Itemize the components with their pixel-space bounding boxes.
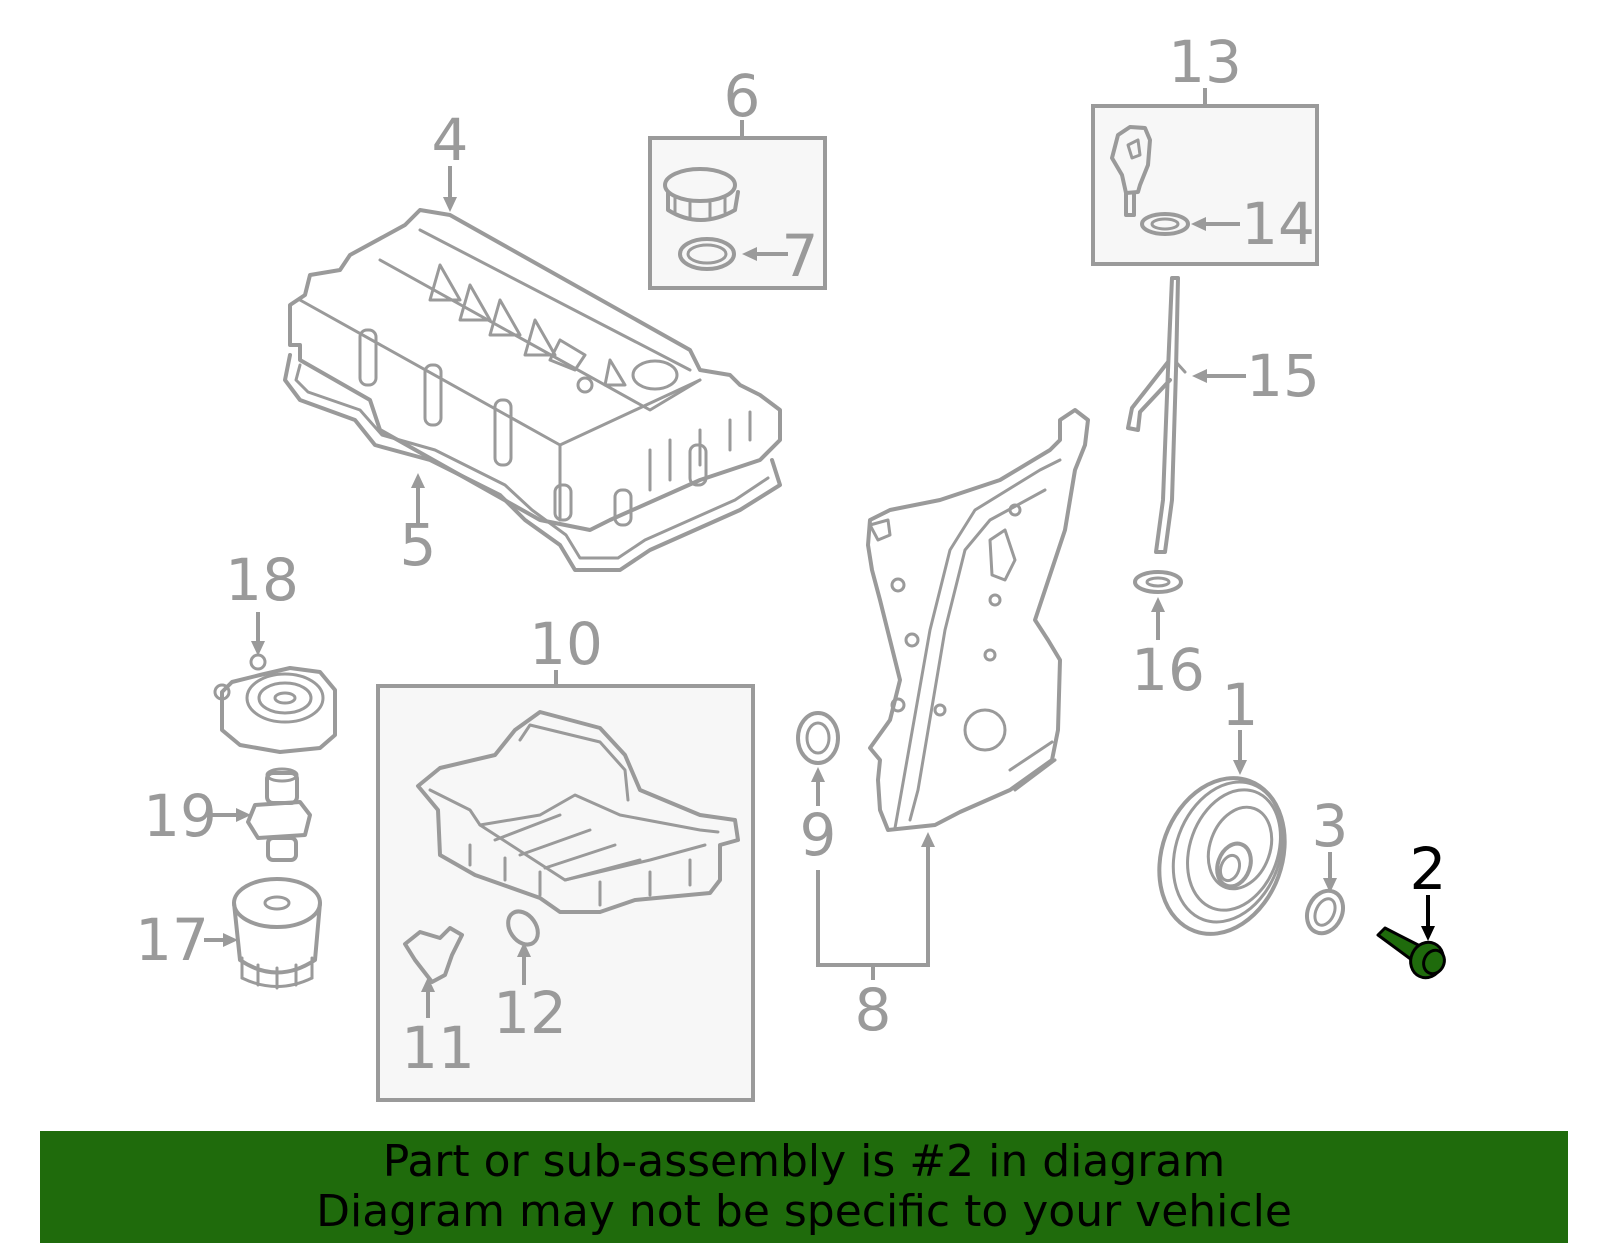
valve-cover-gasket-part-5[interactable]	[283, 353, 782, 572]
timing-cover-part-8[interactable]	[866, 408, 1090, 832]
callout-17[interactable]: 17	[135, 906, 209, 974]
callout-8[interactable]: 8	[855, 976, 892, 1044]
oil-filter-part-17[interactable]	[232, 877, 322, 990]
drain-plug-gasket-part-12[interactable]	[502, 906, 544, 950]
callout-3[interactable]: 3	[1312, 792, 1349, 860]
oil-cap-seal-part-7[interactable]	[678, 237, 736, 271]
oil-pan-part-10[interactable]	[416, 710, 740, 914]
front-seal-part-9[interactable]	[796, 711, 840, 765]
callout-9[interactable]: 9	[800, 801, 837, 869]
info-banner: Part or sub-assembly is #2 in diagram Di…	[40, 1131, 1568, 1243]
callout-7[interactable]: 7	[782, 222, 819, 290]
callout-14[interactable]: 14	[1241, 190, 1315, 258]
callout-18[interactable]: 18	[225, 546, 299, 614]
dipstick-tube-part-15[interactable]	[1126, 276, 1187, 554]
banner-line-2: Diagram may not be specific to your vehi…	[316, 1186, 1292, 1237]
callout-1[interactable]: 1	[1222, 671, 1259, 739]
oil-filler-cap-part-6[interactable]	[663, 167, 740, 222]
callout-10[interactable]: 10	[529, 610, 603, 678]
callout-12[interactable]: 12	[493, 979, 567, 1047]
callout-2[interactable]: 2	[1410, 835, 1447, 903]
oil-cap-box-6	[648, 136, 827, 290]
callout-13[interactable]: 13	[1168, 28, 1242, 96]
pulley-bolt-part-2[interactable]	[1376, 926, 1449, 983]
callout-6[interactable]: 6	[724, 62, 761, 130]
valve-cover-part-4[interactable]	[288, 208, 782, 532]
tube-seal-part-16[interactable]	[1133, 570, 1183, 594]
pulley-washer-part-3[interactable]	[1300, 885, 1349, 939]
dipstick-o-ring-part-14[interactable]	[1140, 212, 1190, 236]
oil-fitting-part-19[interactable]	[246, 767, 312, 862]
callout-5[interactable]: 5	[400, 511, 437, 579]
callout-15[interactable]: 15	[1246, 342, 1320, 410]
callout-19[interactable]: 19	[143, 782, 217, 850]
callout-4[interactable]: 4	[432, 106, 469, 174]
dipstick-handle-part-13[interactable]	[1110, 125, 1152, 217]
oil-cooler-part-18[interactable]	[213, 653, 337, 754]
banner-line-1: Part or sub-assembly is #2 in diagram	[382, 1136, 1226, 1187]
leader-lines	[204, 88, 1435, 1018]
callout-16[interactable]: 16	[1131, 636, 1205, 704]
oil-pressure-sensor-part-11[interactable]	[403, 926, 464, 984]
callout-labels: 4 5 6 7 13 14 15 16 1 3 2 9 8 10 11 12 1…	[135, 28, 1446, 1082]
callout-11[interactable]: 11	[401, 1014, 475, 1082]
dipstick-box-13	[1091, 104, 1319, 266]
crank-pulley-part-1[interactable]	[1138, 760, 1305, 951]
